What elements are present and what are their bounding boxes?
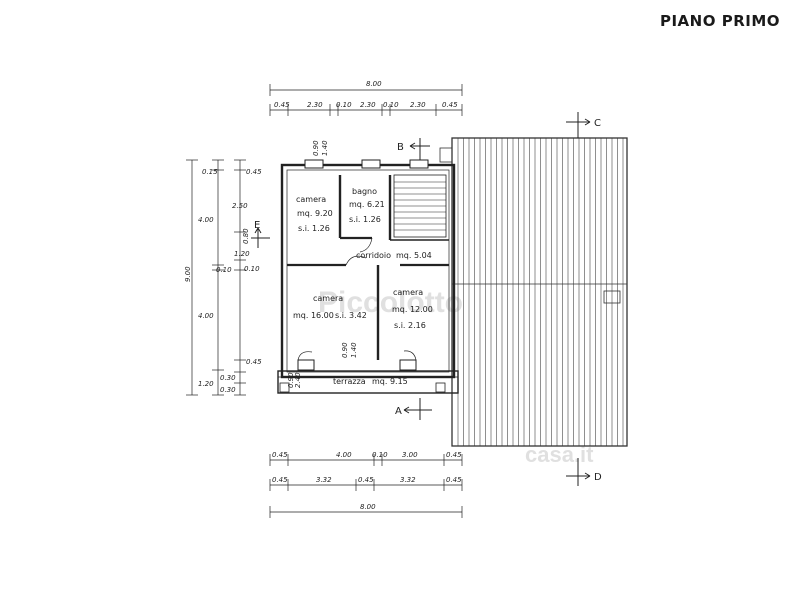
dim-bottom1-3: 0.10	[372, 451, 388, 459]
opening-dim: 0.90	[312, 140, 320, 156]
section-markers	[251, 112, 591, 486]
room-name: camera	[313, 294, 343, 303]
dim-left-b2: 2.50	[232, 202, 248, 210]
dim-top-total: 8.00	[366, 80, 382, 88]
opening-dim: 0.80	[242, 228, 250, 244]
room-area: mq. 12.00	[392, 305, 433, 314]
opening-dim: 0.90	[287, 372, 295, 388]
room-si: s.i. 1.26	[298, 224, 330, 233]
building-walls	[277, 159, 459, 394]
page-title: PIANO PRIMO	[659, 12, 780, 30]
room-name: terrazza	[333, 377, 366, 386]
dim-bottom1-5: 0.45	[446, 451, 462, 459]
roof-hatched	[439, 137, 628, 447]
section-label-c: C	[594, 118, 601, 129]
room-area: mq. 6.21	[349, 200, 385, 209]
room-si: s.i. 3.42	[335, 311, 367, 320]
dim-left-a1: 0.15	[202, 168, 218, 176]
dim-left-b4: 0.10	[244, 265, 260, 273]
dim-left-b5: 0.45	[246, 358, 262, 366]
dim-bottom1-1: 0.45	[272, 451, 288, 459]
dim-left-b1: 0.45	[246, 168, 262, 176]
dim-bottom2-3: 0.45	[358, 476, 374, 484]
dimension-top	[269, 84, 463, 116]
opening-dim: 0.90	[341, 342, 349, 358]
dim-left-b7: 0.30	[220, 386, 236, 394]
opening-labels: 0.90 1.40 0.90 1.40 0.90 2.40 0.80	[242, 140, 358, 388]
dim-left-b6: 0.30	[220, 374, 236, 382]
room-camera-3: camera mq. 12.00 s.i. 2.16	[392, 288, 433, 330]
section-label-b: B	[397, 142, 404, 153]
dim-top-6: 2.30	[410, 101, 426, 109]
room-corridoio: corridoio mq. 5.04	[356, 251, 432, 260]
room-camera-1: camera mq. 9.20 s.i. 1.26	[296, 195, 333, 233]
dim-bottom1-2: 4.00	[336, 451, 352, 459]
dim-left-a3: 0.10	[216, 266, 232, 274]
dimension-bottom	[269, 454, 463, 518]
dim-left-b3: 1.20	[234, 250, 250, 258]
dim-left-total: 9.00	[184, 266, 192, 282]
dim-top-2: 2.30	[307, 101, 323, 109]
room-area: mq. 16.00	[293, 311, 334, 320]
dim-bottom2-1: 0.45	[272, 476, 288, 484]
section-label-d: D	[594, 472, 602, 483]
dim-left-a4: 4.00	[198, 312, 214, 320]
room-bagno: bagno mq. 6.21 s.i. 1.26	[349, 187, 385, 224]
room-si: s.i. 2.16	[394, 321, 426, 330]
dim-top-5: 0.10	[383, 101, 399, 109]
dim-top-7: 0.45	[442, 101, 458, 109]
dim-bottom2-4: 3.32	[400, 476, 416, 484]
dim-bottom1-4: 3.00	[402, 451, 418, 459]
room-name: corridoio	[356, 251, 391, 260]
room-name: bagno	[352, 187, 377, 196]
dimension-left	[186, 159, 246, 396]
dim-bottom-total: 8.00	[360, 503, 376, 511]
opening-dim: 1.40	[350, 342, 358, 358]
room-si: s.i. 1.26	[349, 215, 381, 224]
dim-bottom2-2: 3.32	[316, 476, 332, 484]
dim-left-a5: 1.20	[198, 380, 214, 388]
room-terrazza: terrazza mq. 9.15	[333, 377, 408, 386]
room-camera-2: camera mq. 16.00 s.i. 3.42	[293, 294, 367, 320]
section-label-e: E	[254, 220, 260, 231]
room-name: camera	[296, 195, 326, 204]
dim-left-a2: 4.00	[198, 216, 214, 224]
dim-top-4: 2.30	[360, 101, 376, 109]
dim-top-3: 0.10	[336, 101, 352, 109]
room-name: camera	[393, 288, 423, 297]
section-label-a: A	[395, 406, 402, 417]
room-area: mq. 9.15	[372, 377, 408, 386]
room-area: mq. 5.04	[396, 251, 432, 260]
room-area: mq. 9.20	[297, 209, 333, 218]
opening-dim: 1.40	[321, 140, 329, 156]
watermark-piccolotto: Piccolotto	[318, 286, 463, 319]
dim-top-1: 0.45	[274, 101, 290, 109]
opening-dim: 2.40	[294, 372, 302, 388]
dim-bottom2-5: 0.45	[446, 476, 462, 484]
